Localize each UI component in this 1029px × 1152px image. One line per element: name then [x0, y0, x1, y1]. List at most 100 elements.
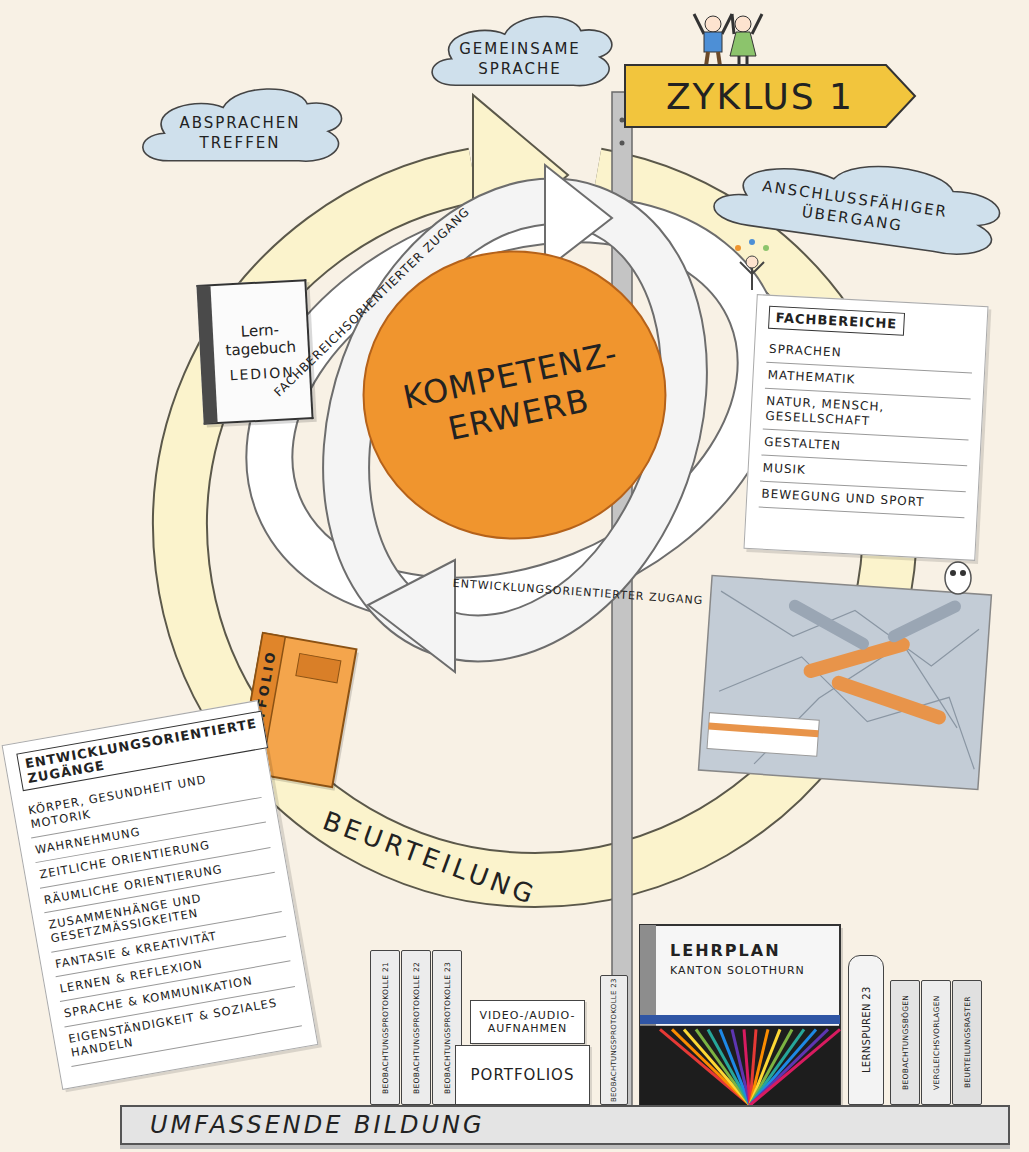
- owl: [945, 562, 971, 594]
- arm: [740, 262, 752, 274]
- binder-spine: BEOBACHTUNGSPROTOKOLLE 23: [600, 975, 628, 1105]
- arrow-label: ENTWICKLUNGSORIENTIERTER ZUGANG: [452, 577, 703, 607]
- binder-spine: VERGLEICHSVORLAGEN: [921, 980, 951, 1105]
- ball: [763, 245, 769, 251]
- node-content: BEOBACHTUNGSPROTOKOLLE 21: [371, 951, 399, 1104]
- binder-label: BEURTEILUNGSRASTER: [963, 997, 972, 1089]
- binder-cover: [640, 925, 840, 1105]
- node-content: GEMEINSAME SPRACHE: [425, 6, 615, 94]
- node-content: LERNSPUREN 23: [849, 956, 883, 1104]
- head: [705, 16, 721, 32]
- arm: [732, 14, 734, 34]
- body: [751, 268, 753, 290]
- owl-eye: [960, 570, 966, 576]
- binder-label: LERNSPUREN 23: [861, 987, 872, 1074]
- node-content: KOMPETENZ- ERWERB: [335, 221, 694, 568]
- head: [735, 16, 751, 32]
- development-ring: [288, 154, 743, 686]
- node-content: VERGLEICHSVORLAGEN: [922, 981, 950, 1104]
- list-card: FACHBEREICHESPRACHENMATHEMATIKNATUR, MEN…: [743, 294, 988, 561]
- cloud-text: ABSPRACHEN TREFFEN: [151, 113, 329, 154]
- node-content: VIDEO-/AUDIO- AUFNAHMEN: [471, 1001, 584, 1043]
- cloud-bubble: ABSPRACHEN TREFFEN: [135, 78, 345, 170]
- photo-note: [707, 713, 819, 757]
- rainbow-ray: [750, 1029, 840, 1105]
- archive-box: PORTFOLIOS: [455, 1045, 590, 1105]
- shelf-plank: UMFASSENDE BILDUNG: [120, 1105, 1010, 1145]
- node-content: LEHRPLANKANTON SOLOTHURN: [640, 925, 840, 1015]
- archive-box: VIDEO-/AUDIO- AUFNAHMEN: [470, 1000, 585, 1044]
- photo-note-stripe: [708, 723, 818, 738]
- binder-label: BEOBACHTUNGSPROTOKOLLE 21: [381, 961, 390, 1093]
- shelf-title: UMFASSENDE BILDUNG: [150, 1111, 485, 1139]
- binder-label: BEOBACHTUNGSPROTOKOLLE 23: [443, 961, 452, 1093]
- learning-journal: Lern- tagebuchLEDION: [196, 279, 313, 425]
- juggler-figure: [735, 239, 769, 290]
- cloud-text: GEMEINSAME SPRACHE: [441, 39, 599, 80]
- node-content: BEURTEILUNGSRASTER: [953, 981, 981, 1104]
- cloud-text: ANSCHLUSSFÄHIGER ÜBERGANG: [718, 170, 989, 247]
- leg: [706, 52, 708, 66]
- rainbow-ray: [660, 1029, 750, 1105]
- node-content: PORTFOLIOS: [456, 1046, 589, 1104]
- competence-circle: KOMPETENZ- ERWERB: [362, 250, 667, 540]
- binder-label: BEOBACHTUNGSPROTOKOLLE 23: [610, 978, 618, 1102]
- book-title: Lern- tagebuch: [220, 320, 300, 360]
- binder-label: VERGLEICHSVORLAGEN: [932, 995, 941, 1090]
- arm: [722, 14, 732, 34]
- node-content: ANSCHLUSSFÄHIGER ÜBERGANG: [700, 130, 1011, 271]
- binder-stripe: [640, 1015, 840, 1024]
- network-line: [754, 634, 963, 778]
- cloud-outline: [712, 143, 1004, 260]
- cloud-bubble: ANSCHLUSSFÄHIGER ÜBERGANG: [700, 130, 1011, 271]
- binder-label: BEOBACHTUNGSBÖGEN: [901, 995, 910, 1090]
- binder-spine: BEURTEILUNGSRASTER: [952, 980, 982, 1105]
- cloud-outline: [143, 89, 342, 161]
- network-bar: [830, 674, 948, 726]
- children-figures: [694, 14, 762, 66]
- binder-spine: BEOBACHTUNGSPROTOKOLLE 21: [370, 950, 400, 1105]
- head: [746, 256, 758, 268]
- owl-eye: [950, 570, 956, 576]
- arm: [694, 14, 704, 34]
- ring-arrowhead: [368, 560, 455, 672]
- body: [704, 32, 722, 52]
- network-bar: [787, 598, 872, 652]
- rainbow-ray: [732, 1029, 750, 1105]
- cover-label: [296, 654, 341, 683]
- rainbow-ray: [672, 1029, 750, 1105]
- sign-outline: [625, 65, 915, 127]
- rainbow-ray: [684, 1029, 750, 1105]
- binder-dark-panel: [640, 1026, 840, 1105]
- box-label: PORTFOLIOS: [471, 1066, 575, 1084]
- binder-spine: BEOBACHTUNGSPROTOKOLLE 22: [401, 950, 431, 1105]
- pole-screw: [620, 141, 625, 146]
- binder-spine: LERNSPUREN 23: [848, 955, 884, 1105]
- planning-photo: [699, 575, 992, 789]
- pole-screw: [620, 118, 625, 123]
- box-label: VIDEO-/AUDIO- AUFNAHMEN: [475, 1009, 580, 1035]
- rainbow-rays: [660, 1029, 840, 1105]
- circle-outline: [364, 251, 666, 538]
- ball: [749, 239, 755, 245]
- node-content: ABSPRACHEN TREFFEN: [135, 78, 345, 170]
- ball: [735, 245, 741, 251]
- circle-title: KOMPETENZ- ERWERB: [386, 330, 642, 459]
- arm: [752, 14, 762, 34]
- owl-body: [945, 562, 971, 594]
- node-content: ZYKLUS 1: [625, 65, 915, 127]
- binder-spine: BEOBACHTUNGSBÖGEN: [890, 980, 920, 1105]
- binder-title: LEHRPLAN: [670, 941, 781, 960]
- curriculum-binder: LEHRPLANKANTON SOLOTHURN: [640, 925, 840, 1105]
- arrow-label: BEURTEILUNG: [319, 805, 541, 910]
- signpost-sign: ZYKLUS 1: [625, 65, 915, 127]
- rainbow-ray: [720, 1029, 750, 1105]
- list-item: BEWEGUNG UND SPORT: [759, 482, 966, 519]
- arm: [752, 262, 764, 274]
- node-content: FACHBEREICHESPRACHENMATHEMATIKNATUR, MEN…: [745, 295, 988, 560]
- cloud-outline: [432, 17, 612, 86]
- development-ring-group: [288, 154, 743, 686]
